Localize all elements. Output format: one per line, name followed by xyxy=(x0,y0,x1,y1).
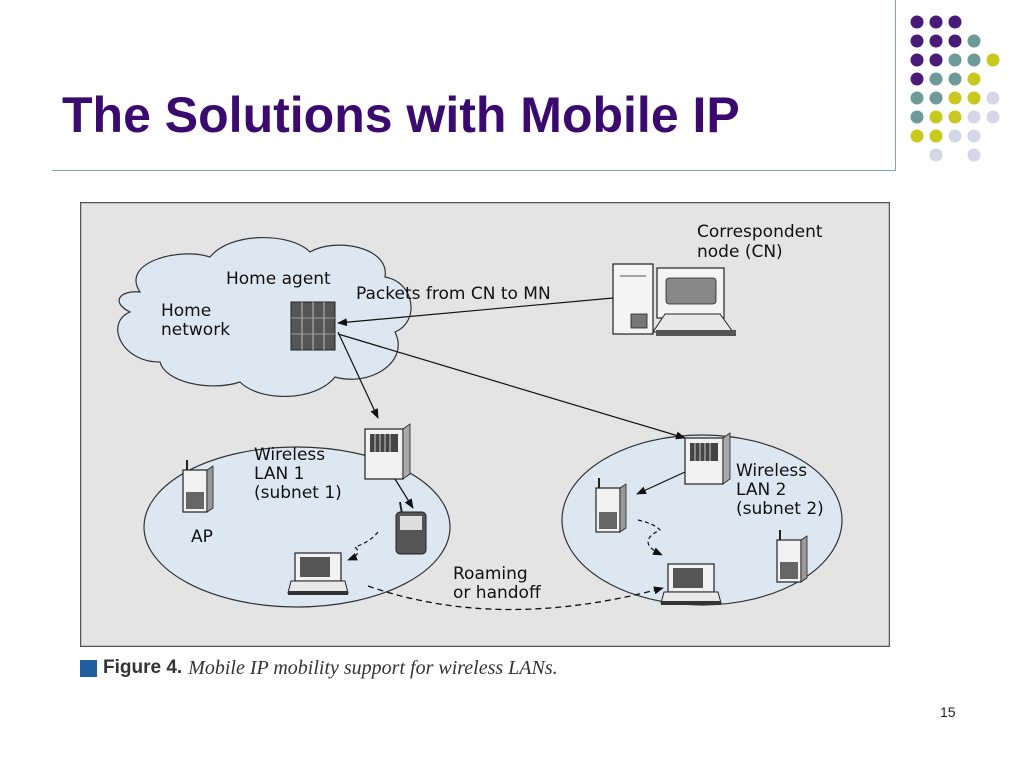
home-agent-label: Home agent xyxy=(226,269,331,289)
decorative-dot xyxy=(910,34,924,48)
access-point-lan1-icon xyxy=(182,460,214,513)
decorative-dot xyxy=(948,91,962,105)
access-point-lan2-left-icon xyxy=(595,478,627,533)
decorative-dot xyxy=(929,110,943,124)
caption-text: Mobile IP mobility support for wireless … xyxy=(188,656,558,679)
decorative-dot xyxy=(948,72,962,86)
wlan2-router-to-ap-arrow xyxy=(636,471,686,495)
page-number: 15 xyxy=(940,704,956,720)
home-network-cloud xyxy=(117,236,412,398)
decorative-dot xyxy=(929,34,943,48)
wlan2-router-icon xyxy=(684,432,731,485)
decorative-dot xyxy=(948,53,962,67)
decorative-dot xyxy=(929,15,943,29)
roaming-label: Roaming or handoff xyxy=(453,564,542,603)
mobile-node-laptop-lan1-icon xyxy=(287,552,349,595)
decorative-dot xyxy=(967,91,981,105)
decorative-dot xyxy=(910,110,924,124)
decorative-dot xyxy=(986,110,1000,124)
wlan1-router-to-handset-arrow xyxy=(394,478,414,509)
wlan2-label: Wireless LAN 2 (subnet 2) xyxy=(736,461,824,519)
ap-label: AP xyxy=(191,527,213,547)
decorative-dot xyxy=(967,129,981,143)
correspondent-node-label: Correspondent node (CN) xyxy=(697,222,828,262)
figure-caption: Figure 4. Mobile IP mobility support for… xyxy=(80,654,558,682)
home-network-label: Home network xyxy=(161,301,230,340)
decorative-dot xyxy=(986,91,1000,105)
decorative-dot xyxy=(948,15,962,29)
tunnel-arrow-to-wlan1 xyxy=(337,331,379,419)
decorative-dot xyxy=(967,53,981,67)
decorative-dot xyxy=(910,53,924,67)
decorative-dot xyxy=(910,72,924,86)
packets-arrow-cn-to-ha xyxy=(337,297,614,327)
decorative-dot xyxy=(910,129,924,143)
wireless-link-lan1 xyxy=(347,531,379,561)
decorative-dot xyxy=(929,72,943,86)
packets-label: Packets from CN to MN xyxy=(356,284,551,304)
decorative-dot xyxy=(929,53,943,67)
caption-figure-number: Figure 4. xyxy=(103,657,183,678)
title-divider-line xyxy=(52,170,895,171)
decorative-dot xyxy=(948,34,962,48)
roaming-handoff-path xyxy=(367,585,664,611)
slide-title: The Solutions with Mobile IP xyxy=(62,87,740,143)
decorative-dot xyxy=(929,129,943,143)
decorative-dot xyxy=(929,91,943,105)
correspondent-node-computer-icon xyxy=(612,263,736,336)
decorative-dot xyxy=(986,53,1000,67)
decorative-dot xyxy=(967,110,981,124)
wlan1-label: Wireless LAN 1 (subnet 1) xyxy=(254,445,342,503)
decorative-dot xyxy=(910,15,924,29)
decorative-dot xyxy=(948,110,962,124)
wireless-lan-1-zone xyxy=(143,446,451,608)
wlan1-router-icon xyxy=(364,423,411,480)
home-agent-router-icon xyxy=(290,301,336,351)
mobile-ip-diagram: Correspondent node (CN) Home agent Home … xyxy=(80,202,890,647)
decorative-dot xyxy=(967,72,981,86)
corner-divider-line xyxy=(895,0,896,171)
tunnel-arrow-to-wlan2 xyxy=(337,333,686,440)
mobile-node-handset-icon xyxy=(395,501,427,555)
decorative-dot xyxy=(967,148,981,162)
decorative-dot xyxy=(967,34,981,48)
access-point-lan2-right-icon xyxy=(776,530,808,583)
mobile-node-laptop-lan2-icon xyxy=(660,563,722,605)
decorative-dot xyxy=(910,91,924,105)
wireless-link-lan2 xyxy=(637,519,663,556)
caption-marker-square xyxy=(80,659,97,677)
decorative-dot xyxy=(948,129,962,143)
decorative-dot xyxy=(929,148,943,162)
